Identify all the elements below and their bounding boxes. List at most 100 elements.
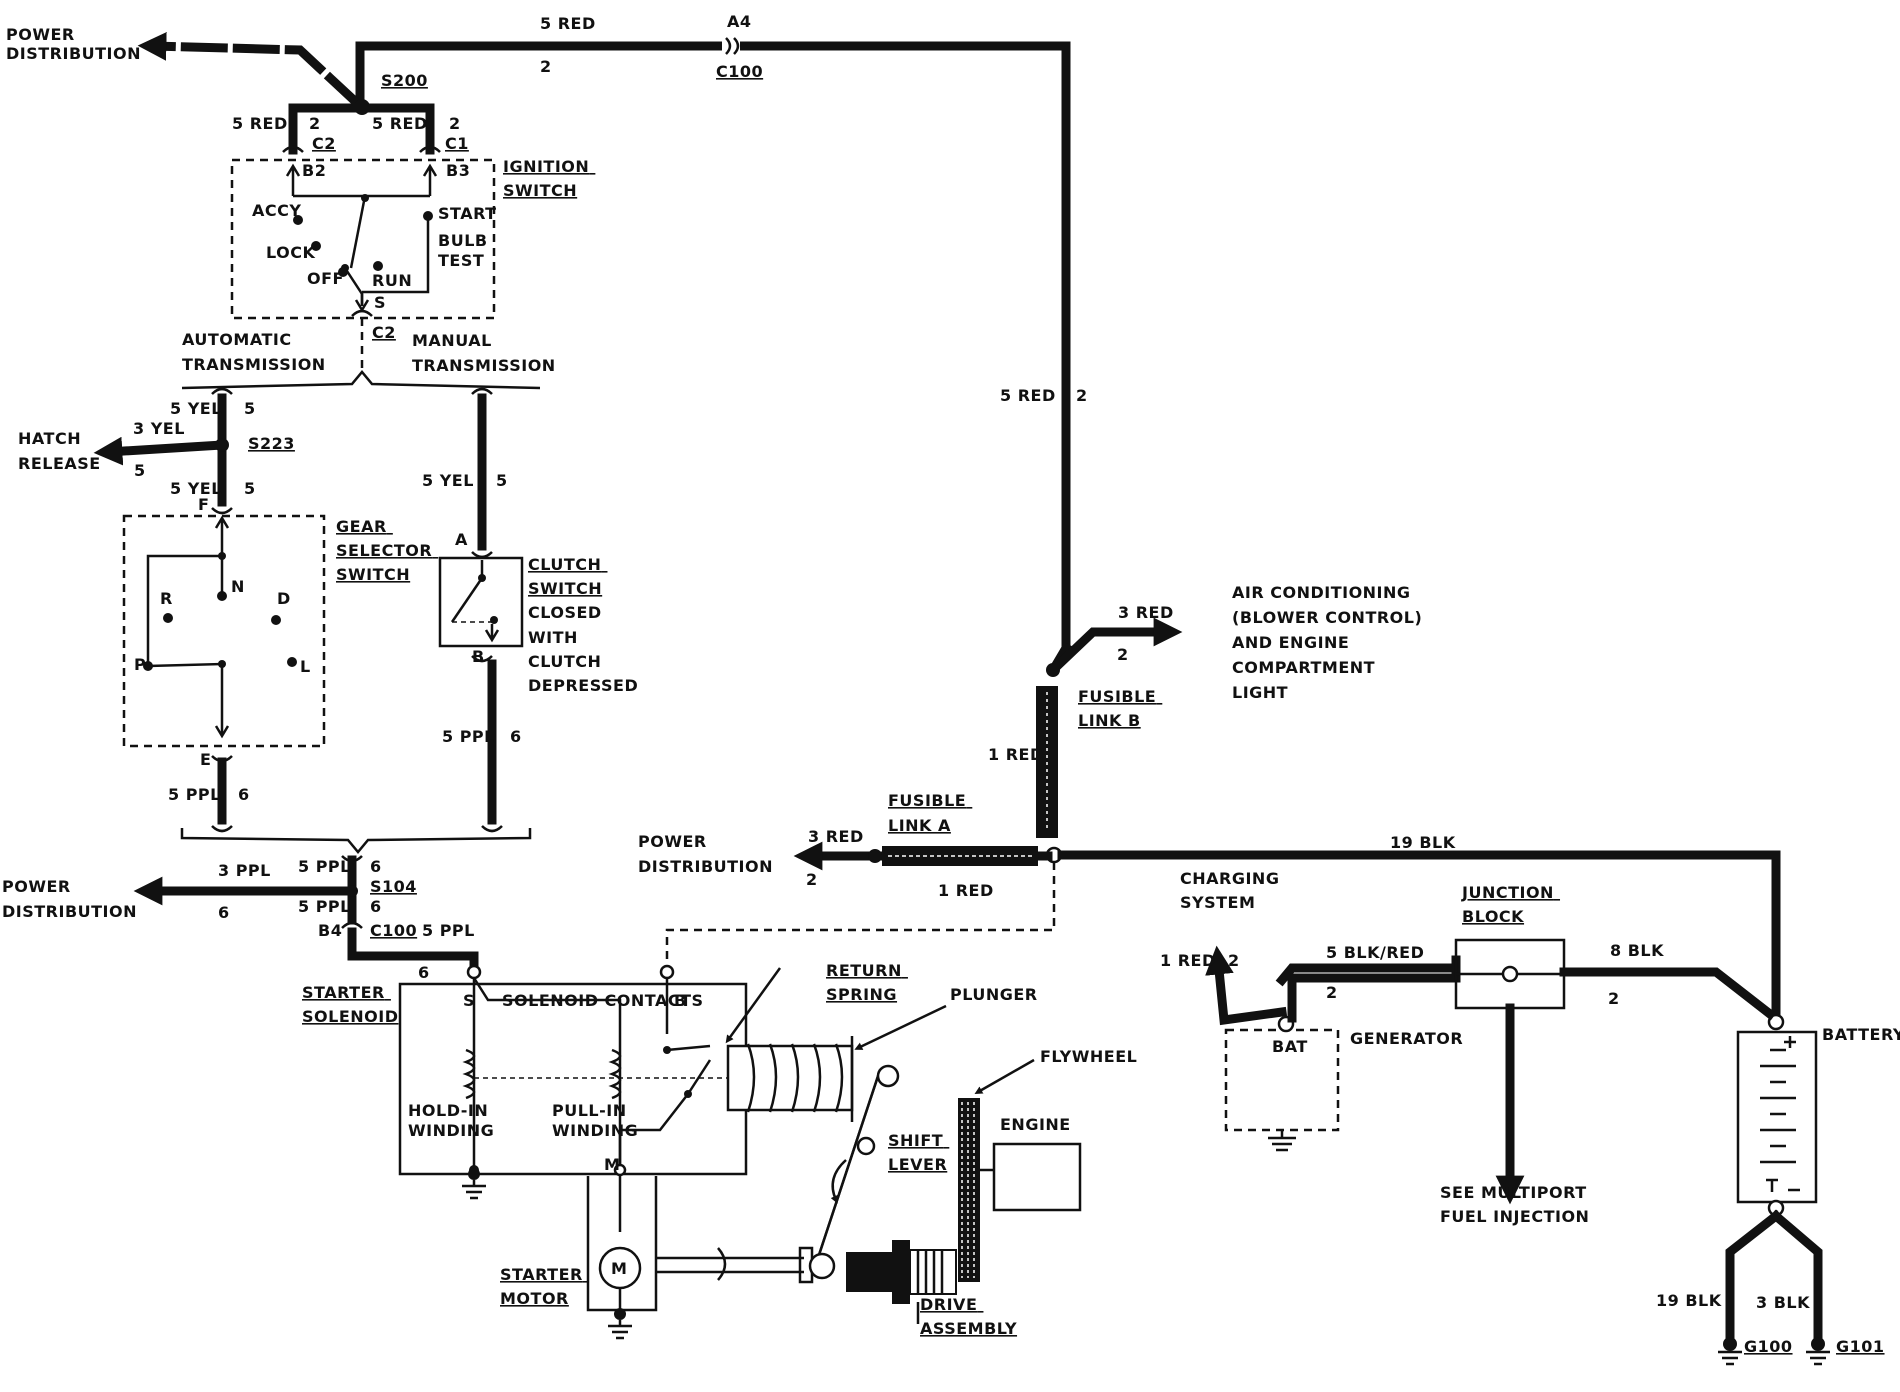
splice-s104-label: S104 (370, 877, 417, 896)
plunger-pointer (854, 1004, 947, 1050)
junction-block (1454, 938, 1777, 1205)
terminal-b3: B3 (446, 161, 470, 180)
gear-p: P (134, 655, 146, 674)
wire-label: 2 (449, 114, 461, 133)
flywheel-pointer (974, 1058, 1035, 1094)
wire-label: 6 (418, 963, 430, 982)
connector-label-a4: A4 (727, 12, 752, 31)
charging-system-label: CHARGING SYSTEM (1180, 869, 1286, 912)
fusible-link-b-label: FUSIBLE LINK B (1078, 687, 1162, 730)
clutch-to-s104-wire (471, 655, 503, 833)
wire-label: 2 (309, 114, 321, 133)
wire-label: 2 (1608, 989, 1620, 1008)
wire-label: 5 PPL (298, 857, 351, 876)
wire-label: 5 YEL (170, 399, 222, 418)
drive-assembly (846, 1240, 957, 1304)
position-accy: ACCY (252, 201, 301, 220)
wire-label: 5 RED (232, 114, 288, 133)
wire-label: 1 RED (1160, 951, 1216, 970)
junction-block-label: JUNCTION BLOCK (1461, 883, 1560, 926)
wire-label: 19 BLK (1656, 1291, 1722, 1310)
fusible-link-a-label: FUSIBLE LINK A (888, 791, 972, 835)
wire-label: 5 RED (372, 114, 428, 133)
connector-label-c100: C100 (716, 62, 763, 81)
return-spring-label: RETURN SPRING (826, 961, 908, 1004)
ground-g101-label: G101 (1836, 1337, 1885, 1356)
gear-r: R (160, 589, 173, 608)
wire-label: 5 (244, 479, 256, 498)
ppl-merge-brace (180, 828, 532, 854)
hatch-release-label: HATCH RELEASE (18, 429, 101, 473)
engine-block (992, 1142, 1082, 1212)
clutch-switch-label: CLUTCH SWITCH (528, 555, 607, 598)
position-lock: LOCK (266, 243, 315, 262)
clutch-switch (438, 556, 524, 648)
shift-lever-label: SHIFT LEVER (888, 1131, 949, 1174)
wire-label: 5 PPL (298, 897, 351, 916)
connector-label: C2 (312, 134, 336, 153)
position-bulb-test: BULB TEST (438, 231, 494, 270)
wire-label: 3 BLK (1756, 1293, 1810, 1312)
solenoid-ground-icon (462, 1168, 486, 1200)
return-spring-pointer (725, 967, 782, 1044)
position-start: START (438, 204, 497, 223)
generator-bat-terminal: BAT (1272, 1037, 1308, 1056)
drive-assembly-label: DRIVE ASSEMBLY (920, 1295, 1017, 1338)
gear-selector-switch (122, 514, 326, 748)
motor-m-label: M (611, 1259, 627, 1278)
s104-splice-area (133, 855, 482, 980)
power-distribution-mid-label: POWER DISTRIBUTION (638, 832, 773, 876)
wire-label: 5 YEL (422, 471, 474, 490)
wire-label: 5 BLK/RED (1326, 943, 1424, 962)
connector-label: C1 (445, 134, 469, 153)
automatic-transmission-label: AUTOMATIC TRANSMISSION (182, 330, 326, 374)
wire-label: 3 YEL (133, 419, 185, 438)
battery (1718, 1030, 1830, 1366)
wire-label: 2 (806, 870, 818, 889)
terminal-b-solenoid: B (674, 991, 687, 1010)
starter-motor-label: STARTER MOTOR (500, 1265, 589, 1308)
wire-label: 6 (238, 785, 250, 804)
fusible-link-b (1036, 686, 1058, 838)
connector-c2-bottom: C2 (372, 323, 396, 342)
connector-c2-bottom-symbol (351, 309, 373, 317)
ground-g100-label: G100 (1744, 1337, 1793, 1356)
wire-label: 6 (510, 727, 522, 746)
plunger-label: PLUNGER (950, 985, 1038, 1004)
shift-lever (808, 1064, 900, 1280)
splice-s223-label: S223 (248, 434, 295, 453)
multiport-fuel-injection-label: SEE MULTIPORT FUEL INJECTION (1440, 1183, 1593, 1226)
connector-c100-bottom: C100 (370, 921, 417, 940)
connector-a4-c100-top (722, 37, 740, 55)
terminal-s-solenoid: S (463, 991, 475, 1010)
wire-label: 6 (370, 857, 382, 876)
terminal-f: F (198, 495, 209, 514)
generator (1224, 963, 1461, 1152)
wire-label: 8 BLK (1610, 941, 1664, 960)
terminal-b2: B2 (302, 161, 326, 180)
wire-label: 2 (540, 57, 552, 76)
fusible-link-a (793, 841, 1053, 871)
wire-label: 6 (218, 903, 230, 922)
gear-selector-label: GEAR SELECTOR SWITCH (336, 517, 438, 584)
terminal-a: A (455, 530, 468, 549)
terminal-b4: B4 (318, 921, 342, 940)
wire-label: 3 PPL (218, 861, 271, 880)
pull-in-winding-label: PULL-IN WINDING (552, 1101, 638, 1140)
wire-label: 6 (370, 897, 382, 916)
flywheel (958, 1098, 994, 1282)
terminal-e: E (200, 750, 211, 769)
wire-label: 2 (1326, 983, 1338, 1002)
terminal-m-solenoid: M (604, 1155, 620, 1174)
wire-label: 5 (244, 399, 256, 418)
wire-label: 5 RED (540, 14, 596, 33)
flywheel-label: FLYWHEEL (1040, 1047, 1137, 1066)
gear-to-s104-wire (211, 755, 233, 833)
clutch-condition-label: CLOSED WITH CLUTCH DEPRESSED (528, 603, 638, 695)
power-distribution-left-label: POWER DISTRIBUTION (2, 877, 137, 921)
s200-to-switch-wires (288, 103, 435, 155)
wire-label: 1 RED (988, 745, 1044, 764)
wire-label: 2 (1117, 645, 1129, 664)
starter-motor (586, 1176, 814, 1340)
